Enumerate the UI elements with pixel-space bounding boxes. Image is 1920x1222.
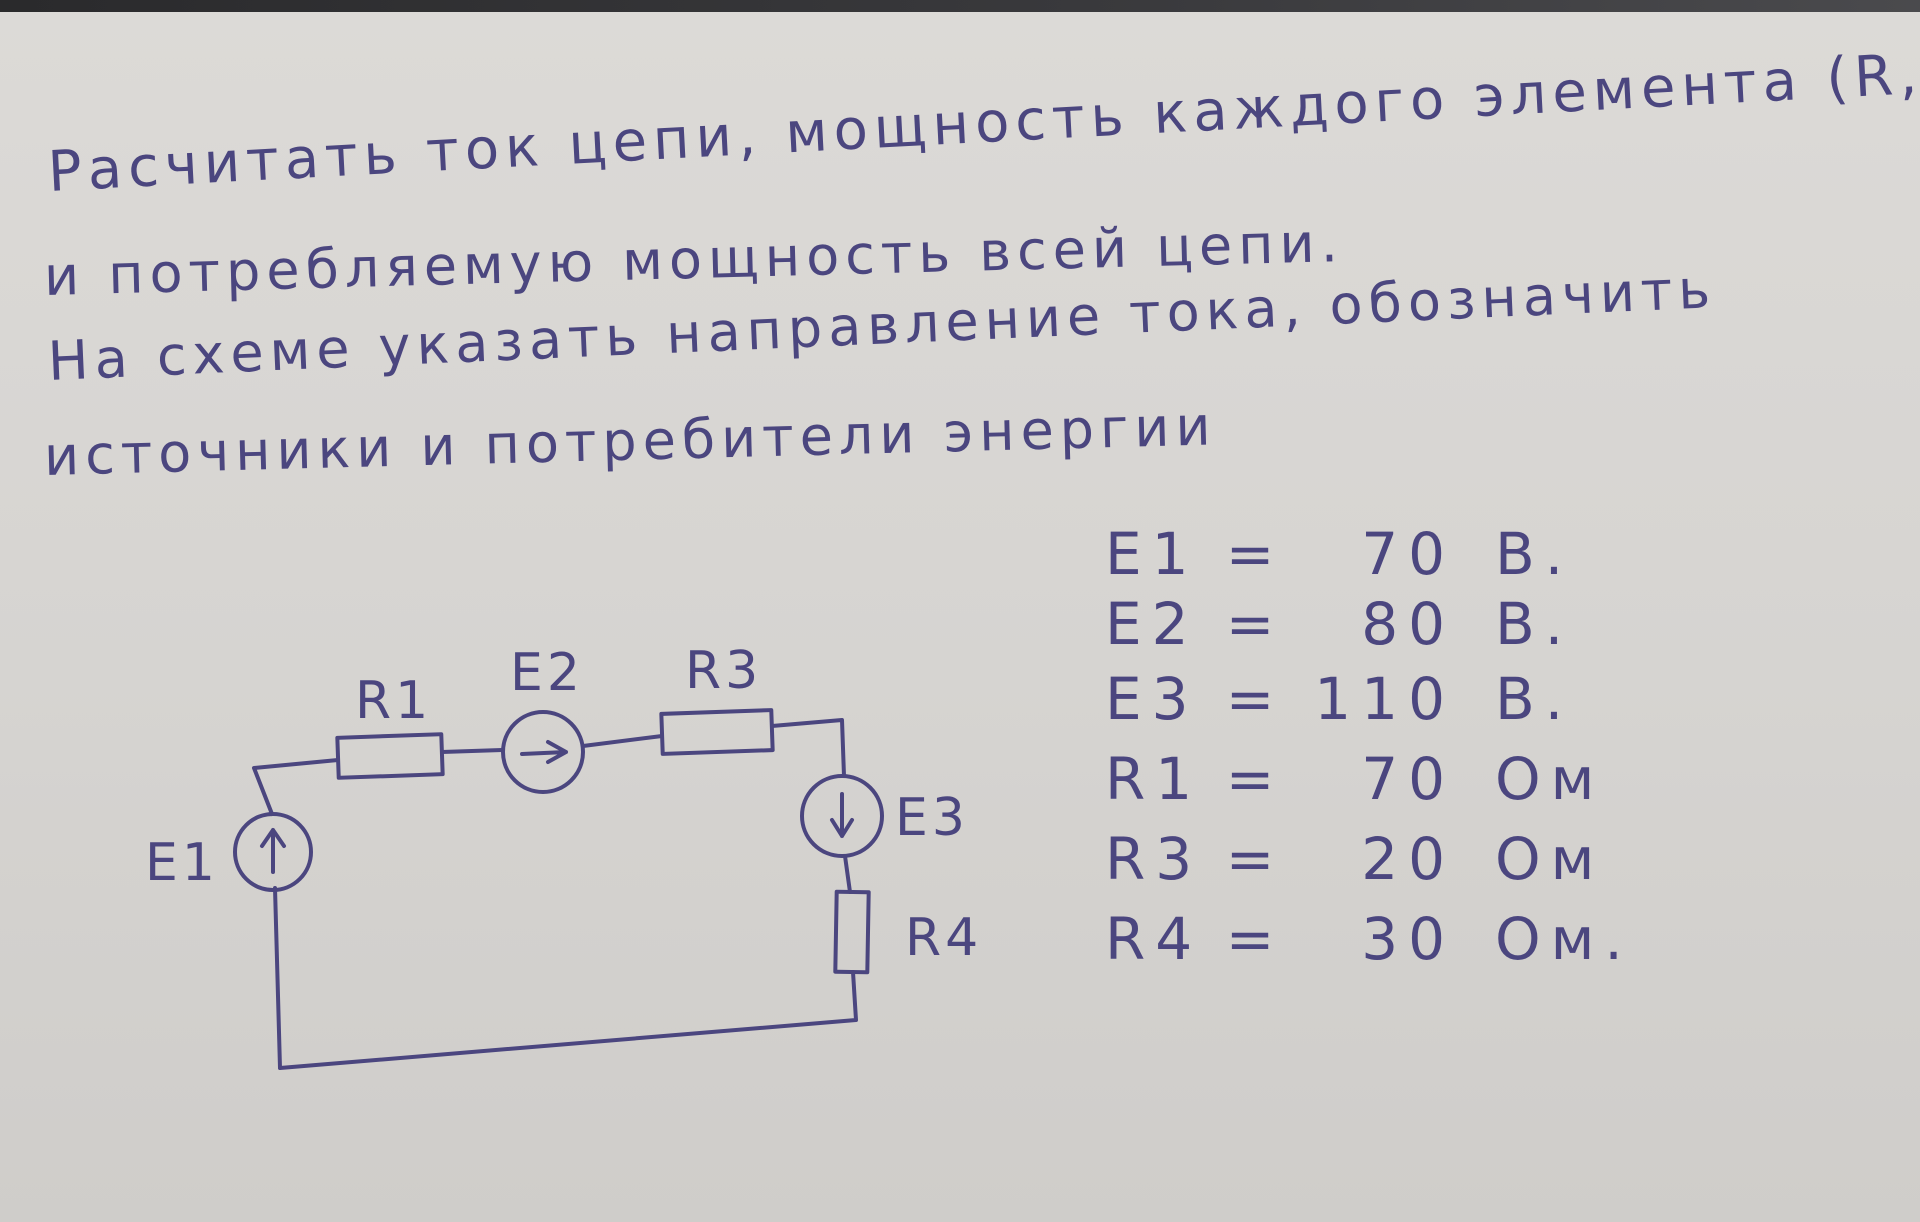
param-r1: R1 = 70 Ом [1105,745,1604,813]
e2-label: E2 [510,643,584,703]
equals-sign: = [1225,905,1285,973]
param-value: 70 [1361,745,1455,813]
equals-sign: = [1225,665,1285,733]
param-name: E2 [1105,590,1199,658]
param-e1: E1 = 70 В. [1105,520,1573,588]
equals-sign: = [1225,590,1285,658]
e3-source [800,774,884,858]
wire-left-lower [273,886,282,1070]
param-value: 110 [1314,665,1455,733]
param-unit: В. [1495,520,1574,588]
param-unit: Ом. [1495,905,1633,973]
r1-resistor [335,732,445,780]
equals-sign: = [1225,825,1285,893]
wire-r3-right [770,718,846,778]
equals-sign: = [1225,520,1285,588]
r4-resistor [833,889,871,975]
param-unit: Ом [1495,745,1605,813]
param-unit: Ом [1495,825,1605,893]
wire-bottom [278,970,858,1070]
param-name: R4 [1105,905,1203,973]
e2-source [501,710,585,794]
param-value: 80 [1361,590,1455,658]
param-name: E3 [1105,665,1199,733]
param-value: 70 [1361,520,1455,588]
wire-left-upper [252,758,340,816]
e2-arrow [520,740,568,764]
param-name: R1 [1105,745,1203,813]
equals-sign: = [1225,745,1285,813]
r1-label: R1 [355,671,432,731]
param-value: 30 [1361,905,1455,973]
param-e2: E2 = 80 В. [1105,590,1573,658]
r4-label: R4 [905,908,982,968]
param-name: R3 [1105,825,1203,893]
param-r4: R4 = 30 Ом. [1105,905,1633,973]
param-value: 20 [1361,825,1455,893]
param-unit: В. [1495,590,1574,658]
wire-e3-r4 [843,854,852,894]
param-name: E1 [1105,520,1199,588]
dark-table-edge [0,0,1920,12]
param-e3: E3 = 110 В. [1105,665,1573,733]
r3-label: R3 [685,641,762,701]
e1-arrow [260,828,286,874]
e3-label: E3 [895,788,969,848]
e3-arrow [830,792,854,838]
wire-e2-r3 [581,734,664,748]
param-unit: В. [1495,665,1574,733]
param-r3: R3 = 20 Ом [1105,825,1604,893]
r3-resistor [659,708,775,756]
e1-label: E1 [145,833,219,893]
wire-r1-e2 [440,748,504,754]
